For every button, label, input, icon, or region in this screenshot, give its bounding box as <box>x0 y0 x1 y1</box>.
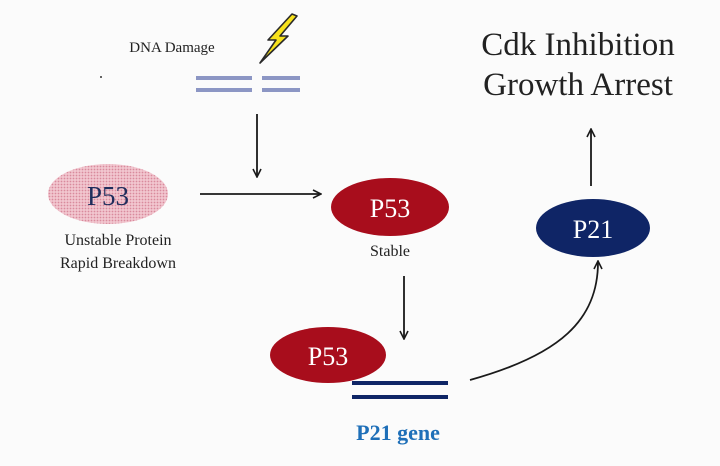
p21-protein-label: P21 <box>573 215 613 244</box>
dna-damage-label: DNA Damage <box>129 40 215 56</box>
outcome-title-line2: Growth Arrest <box>483 67 673 103</box>
p21-gene-label: P21 gene <box>356 420 440 445</box>
p21-protein-ellipse <box>536 199 650 257</box>
outcome-title-line1: Cdk Inhibition <box>481 27 674 63</box>
p53-stable-label: P53 <box>370 194 410 223</box>
p53-unstable-ellipse <box>48 164 168 224</box>
arrow-expression <box>469 262 598 381</box>
p53-bound-ellipse <box>270 327 386 383</box>
p53-unstable-caption-line1: Unstable Protein <box>64 232 171 249</box>
p53-stable-ellipse <box>331 178 449 236</box>
stray-dot <box>100 76 102 78</box>
damaged-dna-strands <box>196 76 300 92</box>
lightning-bolt-icon <box>259 13 298 64</box>
p53-stable-caption: Stable <box>370 243 410 260</box>
p53-bound-label: P53 <box>308 342 348 371</box>
p53-unstable-caption-line2: Rapid Breakdown <box>60 255 176 272</box>
p21-gene-strands <box>352 381 448 399</box>
p53-unstable-label: P53 <box>87 181 129 211</box>
